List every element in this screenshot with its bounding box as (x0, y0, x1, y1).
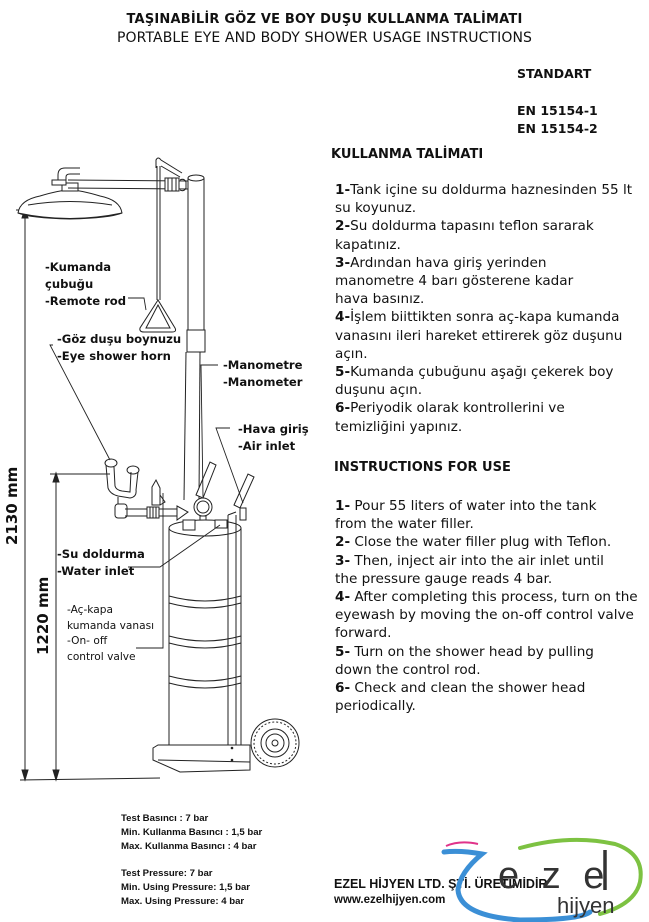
step-text: Check and clean the shower head periodic… (335, 680, 586, 715)
standard-code-1: EN 15154-1 (517, 103, 598, 118)
callout-line: -Water inlet (57, 564, 135, 578)
eye-shower-horn (104, 458, 189, 521)
instructions-tr-heading: KULLANMA TALİMATI (331, 147, 484, 162)
shower-head (17, 167, 123, 220)
instruction-tr-step: 6-Periyodik olarak kontrollerini ve temi… (335, 399, 615, 435)
callout-line: -Göz duşu boynuzu (57, 332, 182, 346)
spec-line: Min. Kullanma Basıncı : 1,5 bar (121, 827, 263, 838)
step-number: 1- (335, 182, 351, 198)
standard-code-2: EN 15154-2 (517, 121, 598, 136)
logo-brand-text: e z e (498, 855, 610, 897)
instruction-en-step: 3- Then, inject air into the air inlet u… (335, 552, 625, 588)
company-statement: EZEL HİJYEN LTD. ŞTİ. ÜRETİMİDİR. (334, 877, 551, 891)
step-number: 3- (335, 254, 351, 271)
step-text: Close the water filler plug with Teflon. (350, 534, 612, 551)
logo-sub-text: hijyen (557, 893, 614, 918)
step-text: Then, inject air into the air inlet unti… (335, 552, 604, 587)
instruction-tr-step: 1-Tank içine su doldurma haznesinden 55 … (335, 181, 645, 217)
instruction-tr-step: 5-Kumanda çubuğunu aşağı çekerek boy duş… (335, 363, 645, 399)
control-valve-handle (151, 478, 166, 506)
spec-line: Test Pressure: 7 bar (121, 868, 213, 879)
step-number: 3- (335, 552, 351, 569)
spec-line: Test Basıncı : 7 bar (121, 813, 209, 824)
instructions-en-list: 1- Pour 55 liters of water into the tank… (335, 497, 645, 715)
title-english: PORTABLE EYE AND BODY SHOWER USAGE INSTR… (117, 30, 532, 46)
callout-line: -Su doldurma (57, 547, 145, 561)
specs-en: Test Pressure: 7 bar Min. Using Pressure… (121, 867, 250, 909)
step-number: 6- (335, 680, 351, 697)
callout-line: çubuğu (45, 277, 94, 291)
logo-blue-swoosh (441, 848, 593, 922)
step-number: 4- (335, 589, 351, 606)
callout-eye-shower-horn: -Göz duşu boynuzu -Eye shower horn (57, 331, 181, 365)
vertical-pipe (183, 174, 206, 501)
instruction-en-step: 6- Check and clean the shower head perio… (335, 679, 625, 715)
instruction-en-step: 4- After completing this process, turn o… (335, 588, 645, 643)
spec-line: Min. Using Pressure: 1,5 bar (121, 882, 251, 893)
step-text: Pour 55 liters of water into the tank fr… (335, 498, 597, 533)
website-link[interactable]: www.ezelhijyen.com (334, 894, 446, 906)
step-number: 4- (335, 309, 351, 326)
callout-water-inlet: -Su doldurma -Water inlet (57, 546, 145, 580)
dimension-total-height: 2130 mm (3, 466, 21, 545)
instruction-en-step: 5- Turn on the shower head by pulling do… (335, 643, 625, 679)
callout-line: kumanda vanası (67, 619, 155, 632)
step-text: Su doldurma tapasını teflon sararak kapa… (335, 218, 594, 253)
dimension-lines (16, 206, 161, 782)
step-text: İşlem biittikten sonra aç-kapa kumanda v… (335, 309, 623, 362)
step-number: 6- (335, 400, 351, 417)
callout-line: -Manometre (223, 358, 303, 372)
step-number: 2- (335, 534, 351, 551)
step-number: 2- (335, 218, 351, 235)
specs-tr: Test Basıncı : 7 bar Min. Kullanma Basın… (121, 812, 262, 854)
step-text: Tank içine su doldurma haznesinden 55 lt… (335, 182, 633, 217)
step-number: 5- (335, 643, 351, 660)
step-text: After completing this process, turn on t… (335, 589, 638, 642)
spec-line: Max. Kullanma Basıncı : 4 bar (121, 841, 257, 852)
shower-arm (67, 157, 189, 192)
callout-air-inlet: -Hava giriş -Air inlet (238, 421, 309, 455)
callout-remote-rod: -Kumanda çubuğu -Remote rod (45, 259, 126, 310)
instruction-en-step: 2- Close the water filler plug with Tefl… (335, 533, 645, 551)
step-text: Periyodik olarak kontrollerini ve temizl… (335, 400, 565, 435)
standard-label: STANDART (517, 66, 592, 81)
spec-line: Max. Using Pressure: 4 bar (121, 896, 245, 907)
step-text: Kumanda çubuğunu aşağı çekerek boy duşun… (335, 364, 614, 399)
instruction-tr-step: 3-Ardından hava giriş yerinden manometre… (335, 254, 575, 309)
step-text: Turn on the shower head by pulling down … (335, 643, 594, 678)
callout-line: -Remote rod (45, 294, 127, 308)
air-inlet (233, 473, 255, 521)
dimension-eyewash-height: 1220 mm (34, 576, 52, 655)
instruction-tr-step: 2-Su doldurma tapasını teflon sararak ka… (335, 217, 645, 253)
manometer (193, 461, 217, 525)
instruction-en-step: 1- Pour 55 liters of water into the tank… (335, 497, 615, 533)
instructions-en-heading: INSTRUCTIONS FOR USE (334, 460, 511, 475)
tank (168, 519, 242, 761)
step-number: 5- (335, 364, 351, 381)
ezel-hijyen-logo: e z e hijyen (441, 837, 643, 922)
callout-line: -Aç-kapa (67, 604, 113, 616)
callout-line: -Kumanda (45, 260, 112, 274)
leader-lines (49, 297, 244, 649)
remote-rod (139, 166, 177, 333)
logo-pink-swoosh (445, 841, 479, 847)
callout-manometer: -Manometre -Manometer (223, 357, 302, 391)
callout-line: -On- off (67, 635, 108, 647)
step-number: 1- (335, 498, 351, 514)
instructions-tr-list: 1-Tank içine su doldurma haznesinden 55 … (335, 181, 645, 436)
callout-line: control valve (67, 650, 136, 663)
logo-green-swoosh (518, 837, 643, 916)
title-turkish: TAŞINABİLİR GÖZ VE BOY DUŞU KULLANMA TAL… (126, 12, 523, 27)
step-text: Ardından hava giriş yerinden manometre 4… (335, 254, 574, 308)
callout-control-valve: -Aç-kapa kumanda vanası -On- off control… (67, 603, 154, 665)
callout-line: -Eye shower horn (57, 349, 171, 363)
callout-line: -Hava giriş (238, 422, 309, 436)
callout-line: -Air inlet (238, 439, 296, 453)
wheel (250, 718, 300, 768)
callout-line: -Manometer (223, 375, 303, 389)
trolley-frame (152, 511, 251, 773)
instruction-tr-step: 4-İşlem biittikten sonra aç-kapa kumanda… (335, 308, 645, 363)
